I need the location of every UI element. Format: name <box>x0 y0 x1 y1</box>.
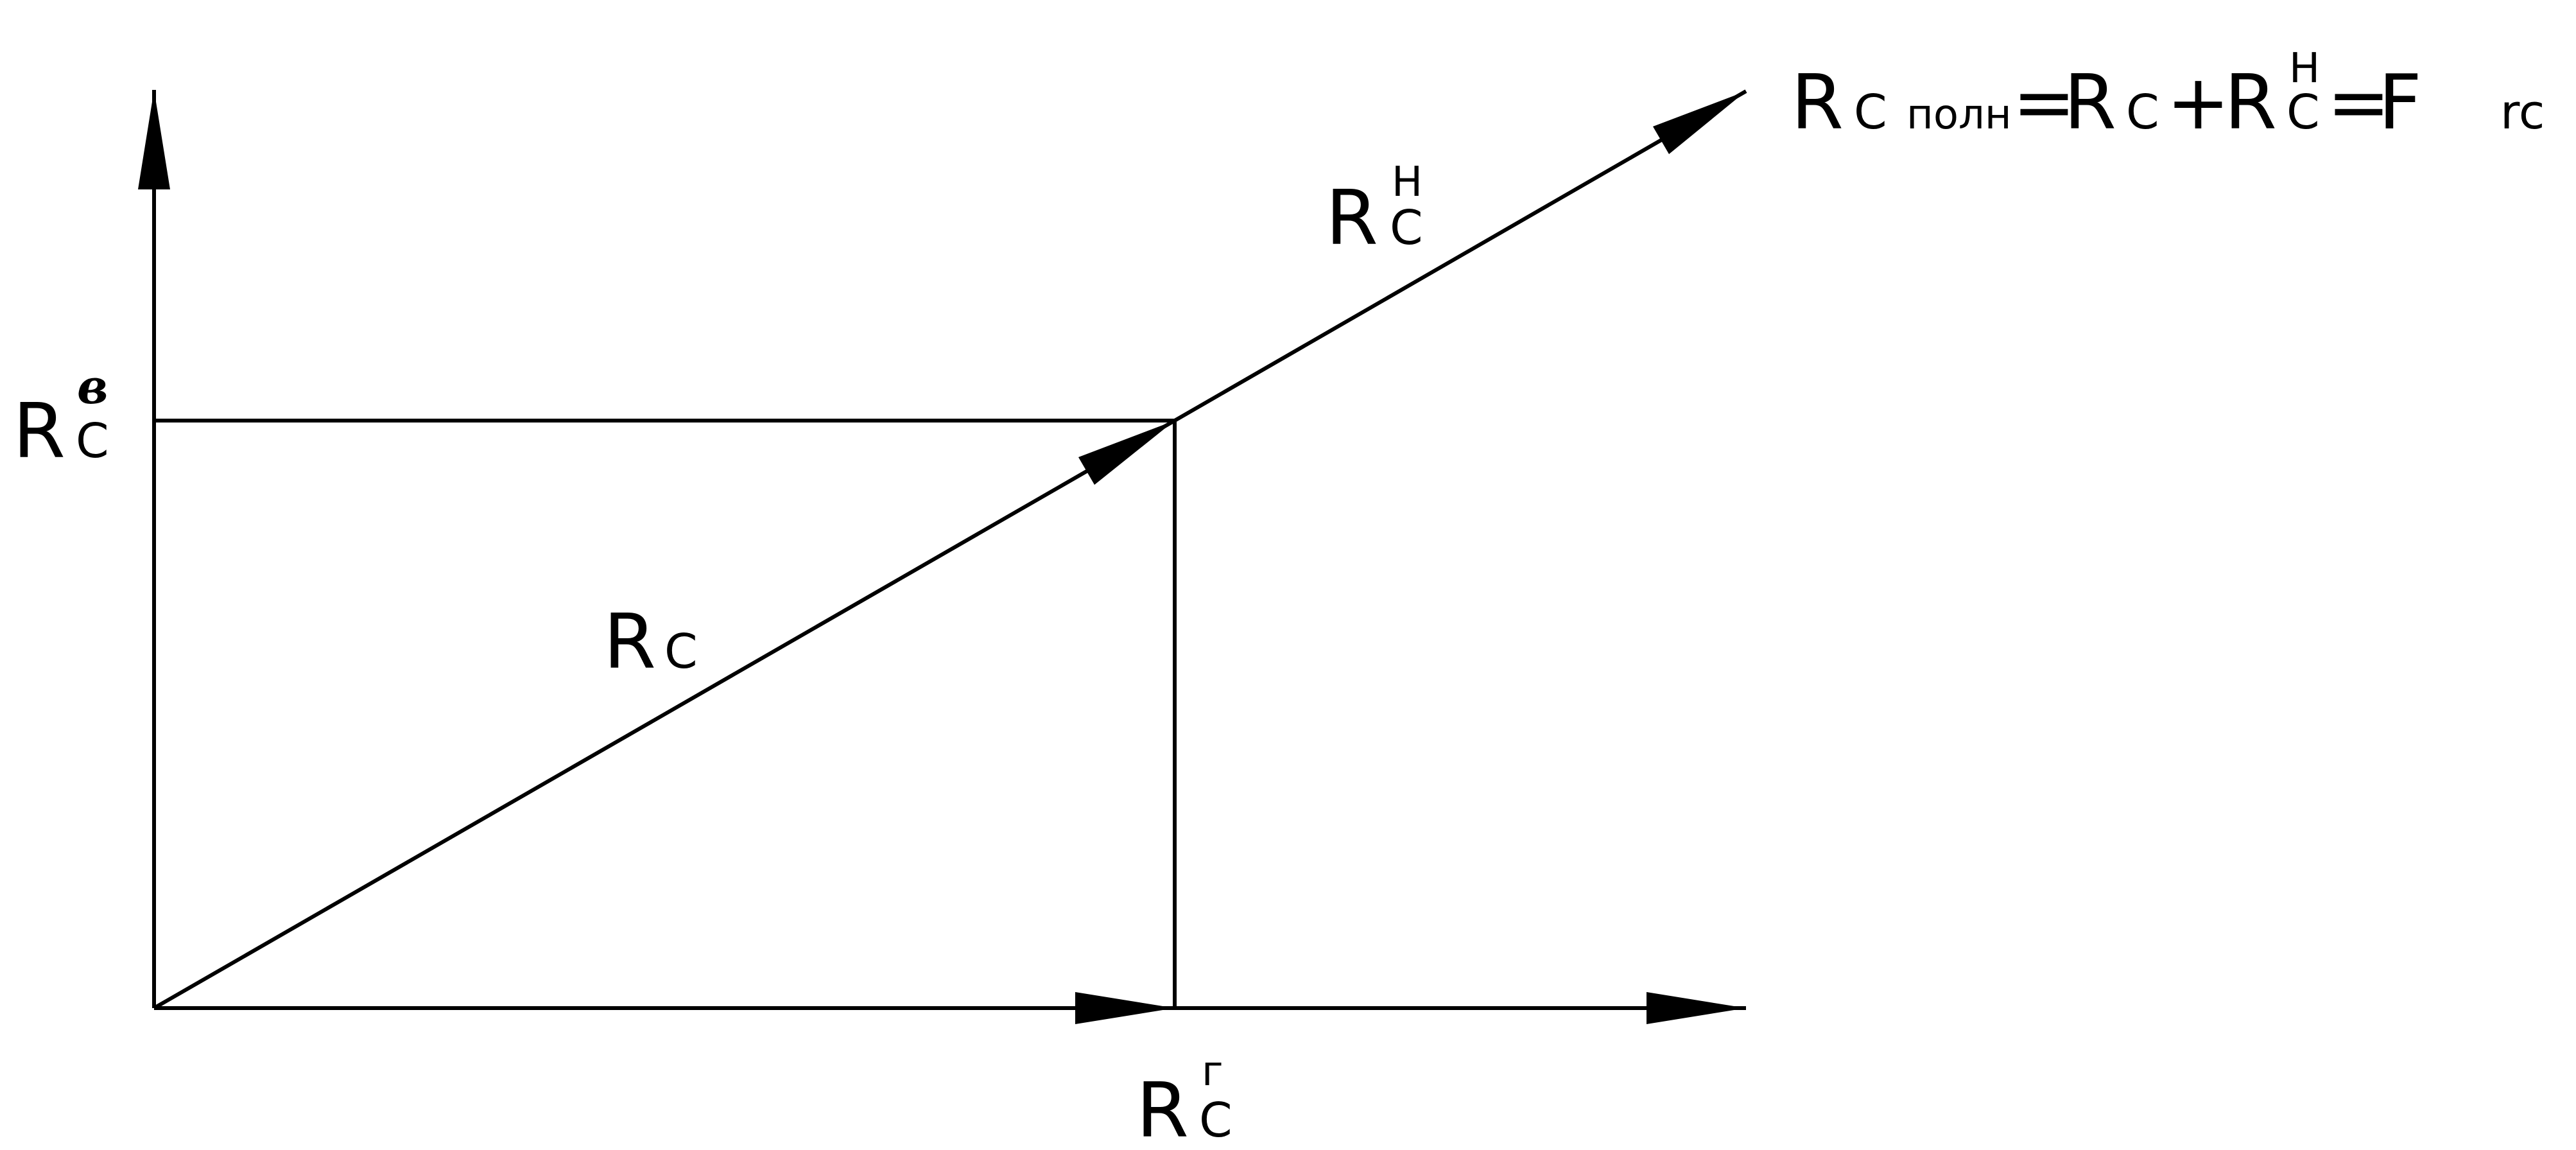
rc-vector-arrowhead <box>1078 421 1175 485</box>
svg-text:+: + <box>2166 58 2230 146</box>
svg-text:C: C <box>1390 200 1423 256</box>
svg-text:C: C <box>1199 1093 1232 1147</box>
svg-text:F: F <box>2378 58 2422 146</box>
svg-text:г: г <box>1202 1048 1223 1095</box>
label-rc-vector: R C <box>603 597 698 686</box>
svg-text:Н: Н <box>2289 45 2320 92</box>
svg-text:полн: полн <box>1906 91 2012 139</box>
label-rc-horizontal: R C г <box>1136 1048 1232 1150</box>
vertical-axis-arrowhead <box>138 90 170 189</box>
svg-text:C: C <box>2286 85 2320 140</box>
horizontal-axis-arrowhead <box>1647 992 1746 1024</box>
svg-text:в: в <box>77 360 108 415</box>
svg-text:R: R <box>1326 173 1378 262</box>
svg-text:=: = <box>2012 58 2076 146</box>
rc-total-vector-arrowhead <box>1653 91 1746 154</box>
svg-text:Н: Н <box>1392 159 1422 206</box>
rc-horizontal-arrowhead <box>1075 992 1175 1024</box>
formula-rc-total: R C полн = R C + R C Н = F rc <box>1791 45 2545 146</box>
svg-text:C: C <box>1854 85 1887 140</box>
svg-text:R: R <box>13 387 65 475</box>
rc-total-vector-line <box>1173 89 1747 423</box>
svg-text:C: C <box>76 414 109 469</box>
svg-text:R: R <box>2064 58 2116 146</box>
label-rc-n: R C Н <box>1326 159 1423 262</box>
svg-text:C: C <box>2126 85 2159 140</box>
svg-text:=: = <box>2327 58 2390 146</box>
svg-text:R: R <box>603 597 656 686</box>
svg-text:rc: rc <box>2500 85 2545 140</box>
svg-text:R: R <box>1791 58 1844 146</box>
rc-vector-line <box>153 419 1176 1010</box>
svg-text:R: R <box>1136 1066 1189 1147</box>
svg-text:C: C <box>664 624 698 679</box>
svg-text:R: R <box>2224 58 2277 146</box>
label-rc-vertical: R C в <box>13 360 109 475</box>
